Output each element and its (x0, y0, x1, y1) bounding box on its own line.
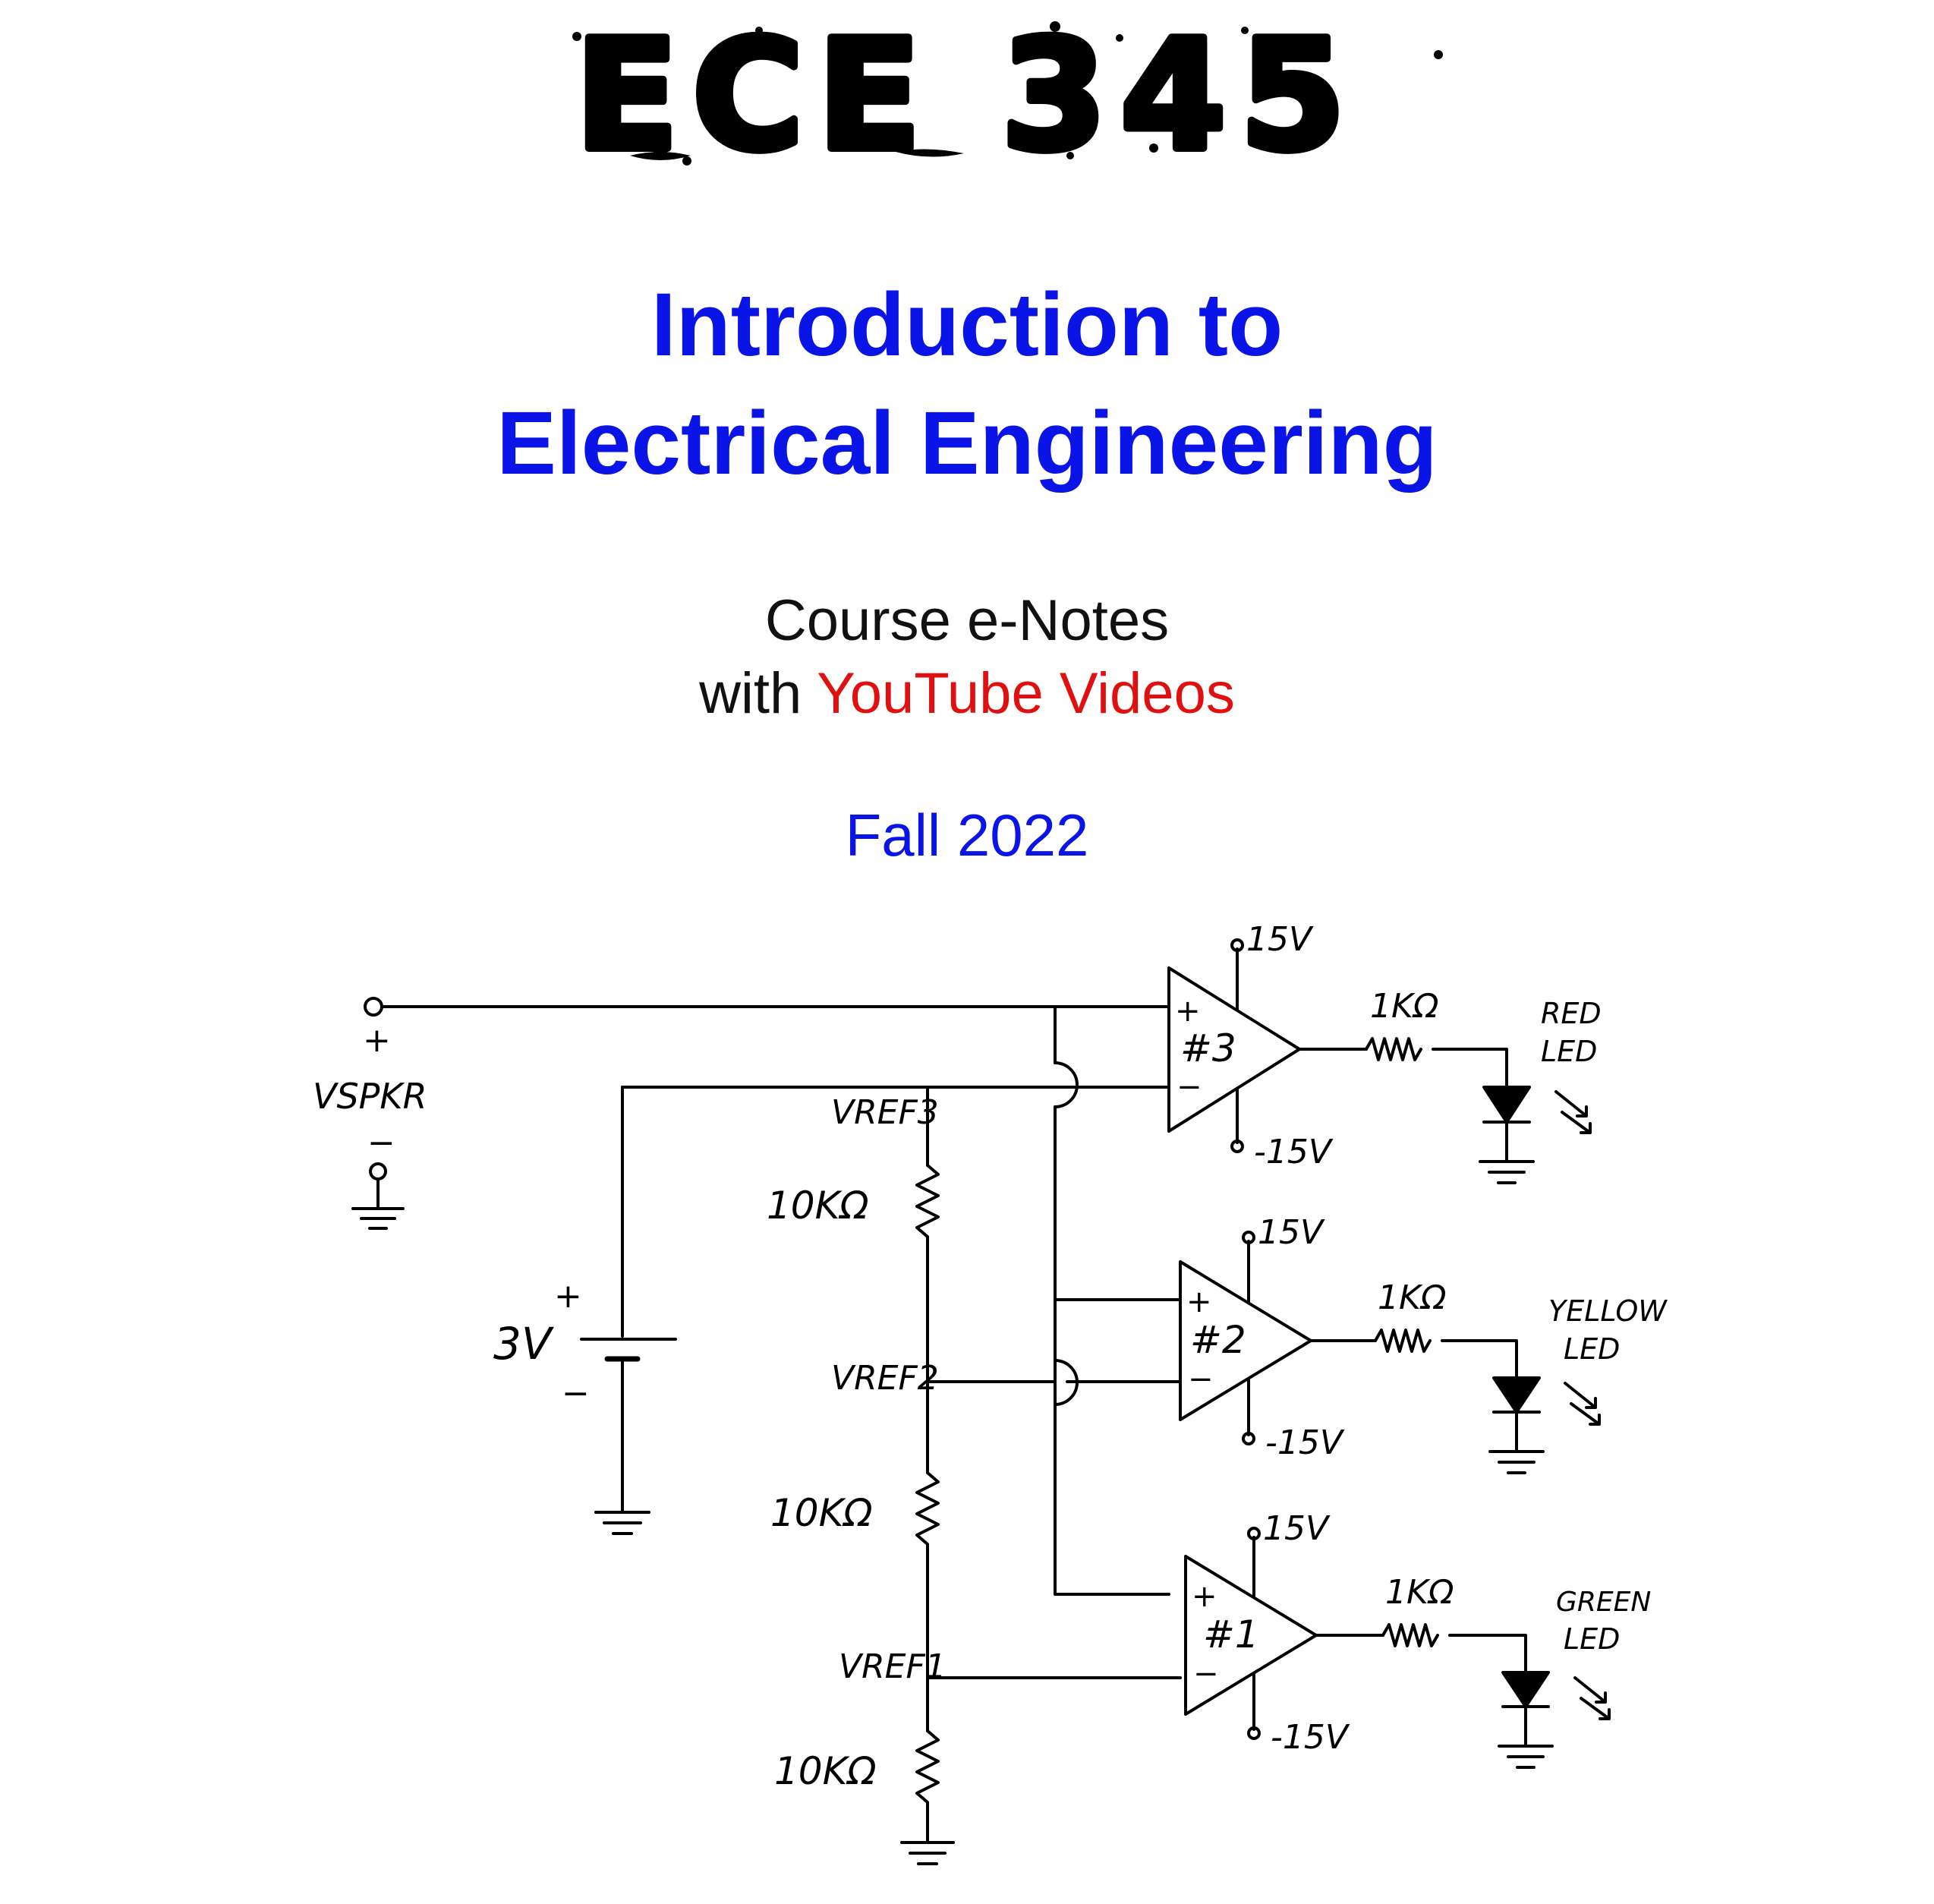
comp1-supply-neg: -15V (1271, 1718, 1350, 1757)
wire-jumpers (926, 1061, 1182, 1679)
comp3-supply-pos: 15V (1246, 920, 1314, 959)
logo-splatter-icon (572, 21, 1443, 165)
comp2-minus-pin: − (1188, 1362, 1214, 1397)
comparator-2 (1179, 1231, 1601, 1474)
comp3-led-line2: LED (1541, 1035, 1597, 1068)
course-logo: ECE 345 (571, 4, 1443, 175)
title-line-2: Electrical Engineering (496, 393, 1438, 493)
comp3-led-line1: RED (1541, 997, 1602, 1030)
comparator-3 (1167, 938, 1592, 1184)
comp1-minus-pin: − (1193, 1657, 1219, 1691)
resistor-ladder (900, 1086, 955, 1865)
input-ground (351, 1162, 405, 1230)
subtitle-line-2: with YouTube Videos (0, 657, 1934, 730)
vref1-label: VREF1 (839, 1647, 947, 1686)
comparator-1 (1184, 1527, 1611, 1769)
course-subtitle: Course e-Notes with YouTube Videos (0, 585, 1934, 730)
ladder-resistor-3-label: 10KΩ (767, 1184, 869, 1228)
comp2-supply-pos: 15V (1258, 1213, 1325, 1252)
battery-plus-label: + (554, 1277, 582, 1316)
comp1-led-line2: LED (1564, 1622, 1620, 1656)
battery-minus-label: − (562, 1374, 590, 1413)
subtitle-prefix: with (699, 661, 817, 726)
subtitle-highlight: YouTube Videos (817, 661, 1235, 726)
comp1-resistor: 1KΩ (1385, 1573, 1454, 1612)
subtitle-line-1: Course e-Notes (764, 588, 1170, 653)
battery-branch (580, 1086, 1170, 1535)
vref2-label: VREF2 (831, 1359, 939, 1398)
comp3-resistor: 1KΩ (1370, 987, 1439, 1026)
comp3-id: #3 (1180, 1026, 1236, 1070)
input-wire (364, 997, 1182, 1596)
comp3-minus-pin: − (1176, 1070, 1202, 1105)
course-title: Introduction to Electrical Engineering (0, 266, 1934, 503)
comp3-plus-pin: + (1175, 994, 1201, 1029)
comp2-supply-neg: -15V (1265, 1423, 1345, 1462)
circuit-schematic: + VSPKR − + 3V − VREF3 VREF2 VREF1 10KΩ … (313, 920, 1668, 1865)
comp2-id: #2 (1190, 1318, 1246, 1362)
battery-value-label: 3V (493, 1318, 555, 1370)
comp1-led-line1: GREEN (1556, 1587, 1651, 1618)
ladder-resistor-1-label: 10KΩ (774, 1749, 877, 1793)
input-label: VSPKR (313, 1076, 427, 1117)
comp2-led-line2: LED (1564, 1332, 1620, 1366)
term-label: Fall 2022 (845, 802, 1089, 868)
comp2-led-line1: YELLOW (1548, 1294, 1668, 1328)
input-plus-label: + (363, 1021, 391, 1060)
title-line-1: Introduction to (650, 275, 1284, 375)
input-minus-label: − (367, 1124, 395, 1162)
comp3-supply-neg: -15V (1254, 1133, 1334, 1171)
comp2-plus-pin: + (1186, 1285, 1212, 1319)
vref3-label: VREF3 (831, 1093, 939, 1132)
logo-text: ECE 345 (575, 8, 1359, 175)
ladder-resistor-2-label: 10KΩ (770, 1491, 873, 1535)
comp2-resistor: 1KΩ (1378, 1278, 1447, 1317)
comp1-id: #1 (1203, 1612, 1259, 1657)
comp1-plus-pin: + (1192, 1579, 1217, 1614)
comp1-supply-pos: 15V (1263, 1509, 1331, 1548)
